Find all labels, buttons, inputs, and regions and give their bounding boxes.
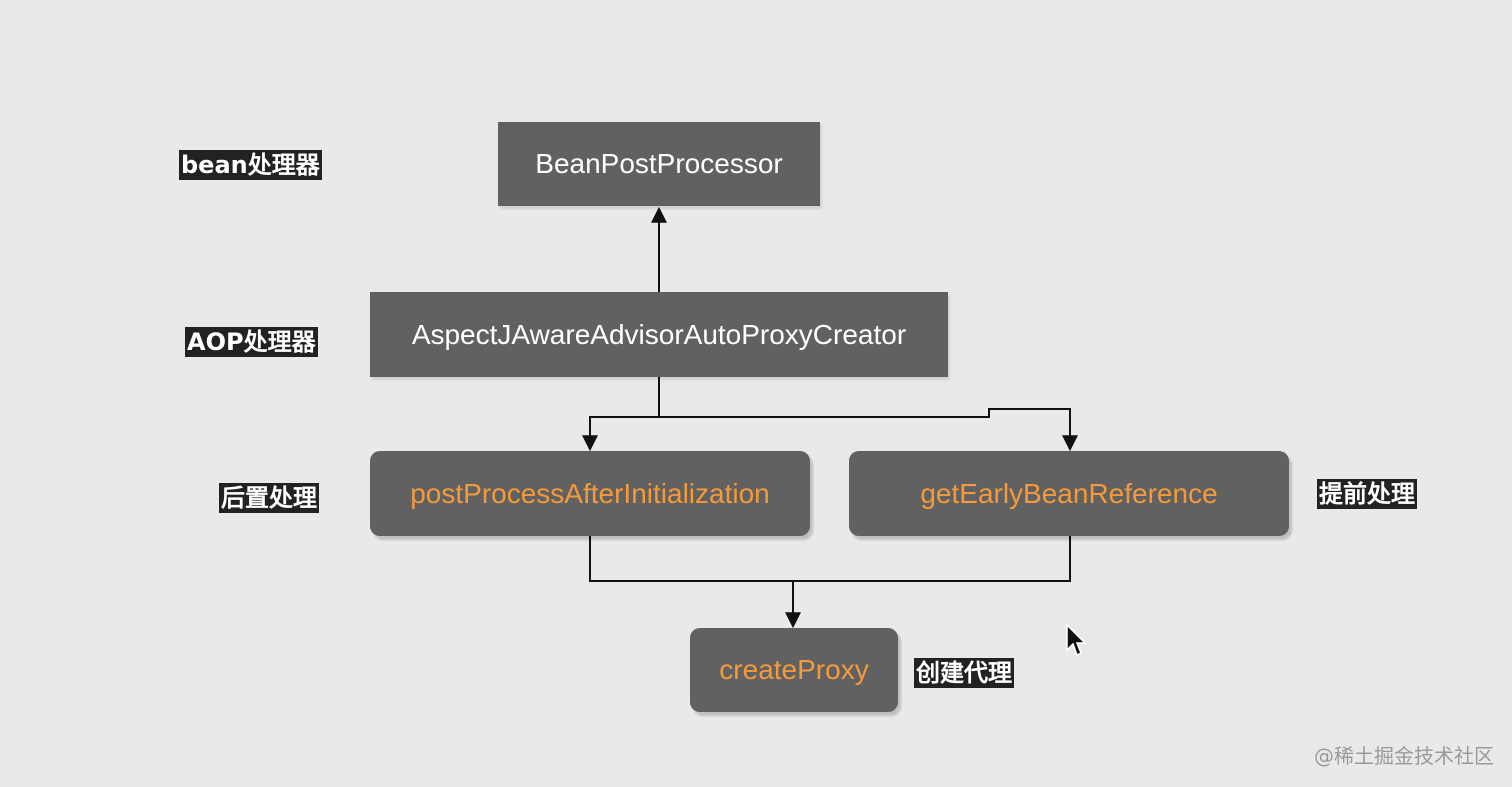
node-label: getEarlyBeanReference [920, 477, 1218, 509]
label-aop-processor: AOP处理器 [185, 327, 318, 357]
node-label: postProcessAfterInitialization [410, 477, 770, 509]
node-label: AspectJAwareAdvisorAutoProxyCreator [411, 318, 907, 350]
node-get-early-bean-reference[interactable]: getEarlyBeanReference [849, 451, 1289, 536]
node-label: BeanPostProcessor [535, 148, 783, 179]
edge-early-to-createproxy [793, 536, 1071, 582]
edge-postprocess-to-createproxy [589, 536, 801, 629]
edge-aspectj-to-postprocess [582, 377, 660, 452]
label-early-processing: 提前处理 [1317, 479, 1417, 509]
node-bean-post-processor[interactable]: BeanPostProcessor [498, 122, 820, 206]
node-label: createProxy [719, 654, 869, 685]
node-post-process-after-init[interactable]: postProcessAfterInitialization [370, 451, 810, 536]
mouse-cursor-icon [1066, 624, 1087, 657]
label-bean-processor: bean处理器 [179, 150, 322, 180]
node-aspectj-creator[interactable]: AspectJAwareAdvisorAutoProxyCreator [370, 292, 948, 377]
edge-aspectj-to-early [659, 408, 1078, 452]
label-create-proxy: 创建代理 [914, 658, 1014, 688]
watermark-juejin: @稀土掘金技术社区 [1314, 744, 1494, 768]
node-create-proxy[interactable]: createProxy [690, 628, 898, 712]
label-post-processing: 后置处理 [219, 483, 319, 513]
